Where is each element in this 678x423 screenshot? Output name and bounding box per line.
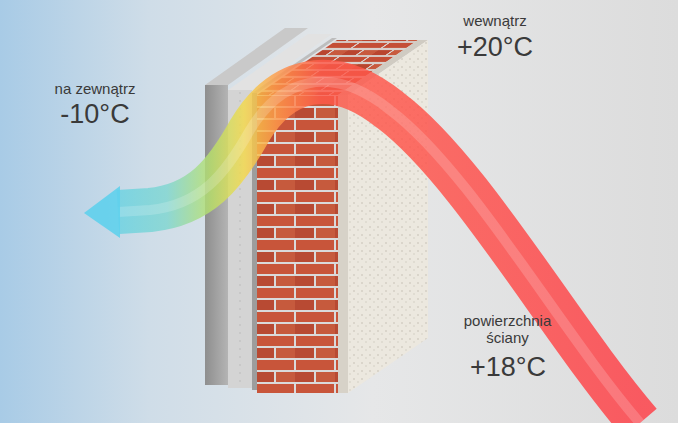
temperature-value: +18°C bbox=[448, 352, 568, 383]
surface-label: powierzchnia ściany bbox=[455, 312, 560, 347]
temperature-value: -10°C bbox=[40, 99, 150, 130]
temperature-value: +20°C bbox=[440, 32, 550, 63]
inside-label: wewnątrz bbox=[440, 12, 550, 29]
outside-label: na zewnątrz bbox=[40, 80, 150, 97]
